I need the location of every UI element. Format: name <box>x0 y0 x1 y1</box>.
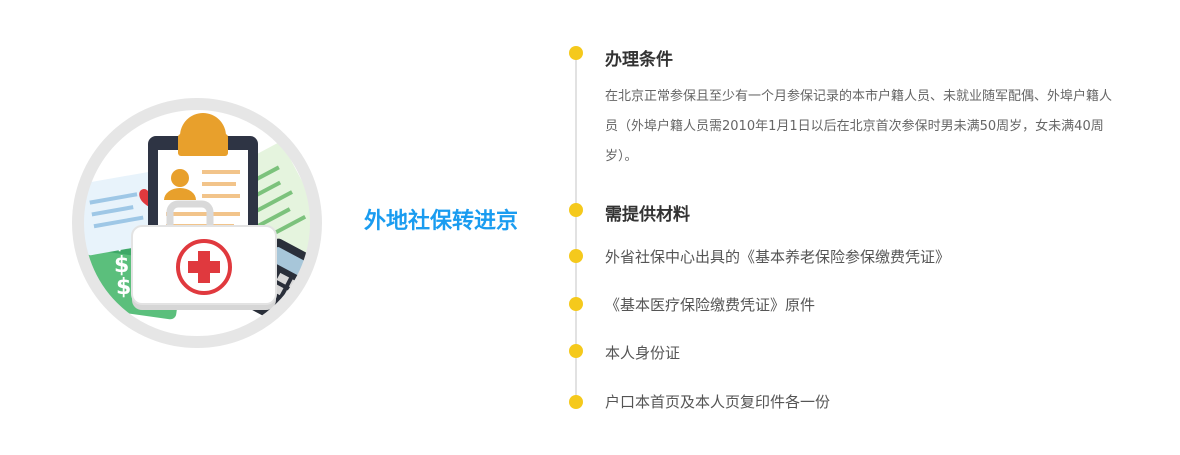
timeline-dot <box>569 297 583 311</box>
timeline-dot <box>569 395 583 409</box>
materials-item: 外省社保中心出具的《基本养老保险参保缴费凭证》 <box>605 248 951 266</box>
conditions-text: 在北京正常参保且至少有一个月参保记录的本市户籍人员、未就业随军配偶、外埠户籍人员… <box>605 89 1113 164</box>
svg-text:$: $ <box>116 275 131 300</box>
timeline-dot <box>569 46 583 60</box>
timeline-dot <box>569 249 583 263</box>
timeline-dot <box>569 203 583 217</box>
first-aid-kit-icon <box>131 200 277 310</box>
medical-documents-illustration: $ $ $ <box>72 98 322 348</box>
timeline-dot <box>569 344 583 358</box>
timeline-line <box>575 52 577 402</box>
conditions-heading: 办理条件 <box>605 50 673 70</box>
svg-text:$: $ <box>114 253 129 278</box>
section-title: 外地社保转进京 <box>363 209 518 234</box>
materials-item: 户口本首页及本人页复印件各一份 <box>605 393 831 411</box>
materials-heading: 需提供材料 <box>605 205 690 225</box>
materials-item: 《基本医疗保险缴费凭证》原件 <box>605 296 816 314</box>
materials-item: 本人身份证 <box>605 344 681 362</box>
